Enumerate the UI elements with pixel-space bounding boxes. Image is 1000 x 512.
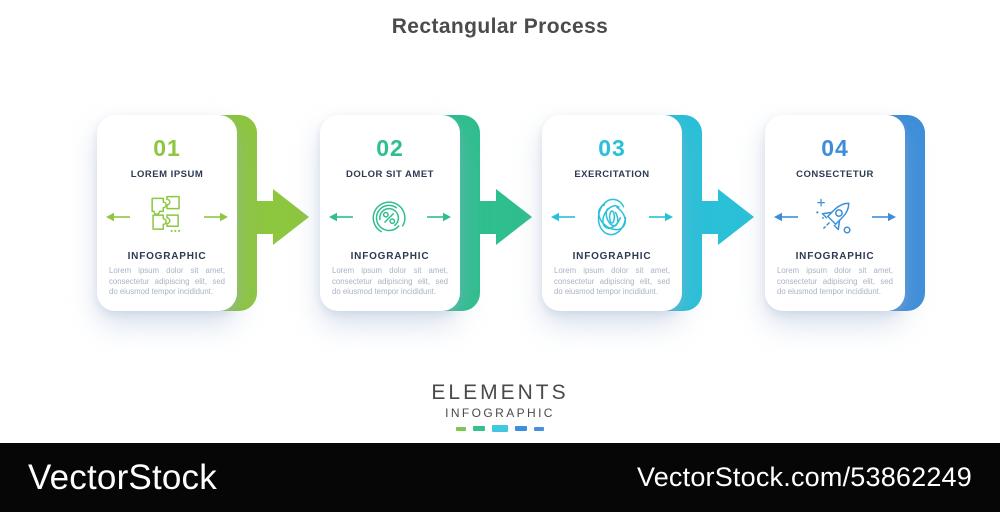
step-card: 02 DOLOR SIT AMET [320,115,460,311]
step-title: LOREM IPSUM [130,169,204,180]
dash-cyan [492,425,508,432]
process-step-2: 02 DOLOR SIT AMET [320,115,535,315]
step-heading: INFOGRAPHIC [127,251,207,262]
connector-arrow-shaft [680,201,720,234]
step-description: Lorem ipsum dolor sit amet, consectetur … [554,266,670,297]
step-card: 03 EXERCITATION INFOG [542,115,682,311]
step-card: 01 LOREM IPSUM [97,115,237,311]
logo-subtitle: INFOGRAPHIC [445,406,555,420]
step-title: EXERCITATION [574,169,650,180]
icon-row [773,191,897,243]
rocket-icon [816,198,851,234]
flow-out-arrow-icon [649,212,673,222]
flow-in-arrow-icon [329,212,353,222]
flow-in-arrow-icon [774,212,798,222]
connector-arrow-shaft [458,201,498,234]
icon-row [105,191,229,243]
icon-row [328,191,452,243]
logo-title: ELEMENTS [431,381,569,404]
dash-blue [515,426,527,431]
flow-out-arrow-icon [872,212,896,222]
process-step-1: 01 LOREM IPSUM [97,115,312,315]
step-title: CONSECTETUR [796,169,874,180]
fingerprint-icon [597,198,627,236]
step-heading: INFOGRAPHIC [350,251,430,262]
step-description: Lorem ipsum dolor sit amet, consectetur … [332,266,448,297]
vectorstock-url-text: VectorStock.com/53862249 [636,462,972,492]
process-step-3: 03 EXERCITATION INFOG [542,115,757,315]
step-heading: INFOGRAPHIC [795,251,875,262]
dash-light-blue [534,426,544,431]
step-number: 02 [376,135,404,161]
connector-arrow-head-icon [718,189,754,245]
step-heading: INFOGRAPHIC [572,251,652,262]
step-number: 01 [153,135,181,161]
flow-in-arrow-icon [106,212,130,222]
step-description: Lorem ipsum dolor sit amet, consectetur … [109,266,225,297]
elements-infographic-logo: ELEMENTS INFOGRAPHIC [0,381,1000,432]
dash-teal [473,426,485,431]
puzzle-icon [151,195,181,232]
step-description: Lorem ipsum dolor sit amet, consectetur … [777,266,893,297]
vectorstock-brand-text: VectorStock [28,457,217,497]
page-title: Rectangular Process [391,15,609,38]
step-card: 04 CONSECTETUR [765,115,905,311]
process-step-4: 04 CONSECTETUR [765,115,980,315]
percentage-icon [372,201,406,235]
watermark-bar: VectorStock VectorStock.com/53862249 [0,443,1000,512]
step-number: 03 [598,135,626,161]
dash-green [456,426,466,431]
icon-row [550,191,674,243]
step-number: 04 [821,135,849,161]
connector-arrow-head-icon [273,189,309,245]
logo-color-dashes [0,425,1000,432]
flow-out-arrow-icon [204,212,228,222]
connector-arrow-shaft [235,201,275,234]
flow-out-arrow-icon [427,212,451,222]
connector-arrow-head-icon [496,189,532,245]
flow-in-arrow-icon [551,212,575,222]
step-title: DOLOR SIT AMET [346,169,434,180]
